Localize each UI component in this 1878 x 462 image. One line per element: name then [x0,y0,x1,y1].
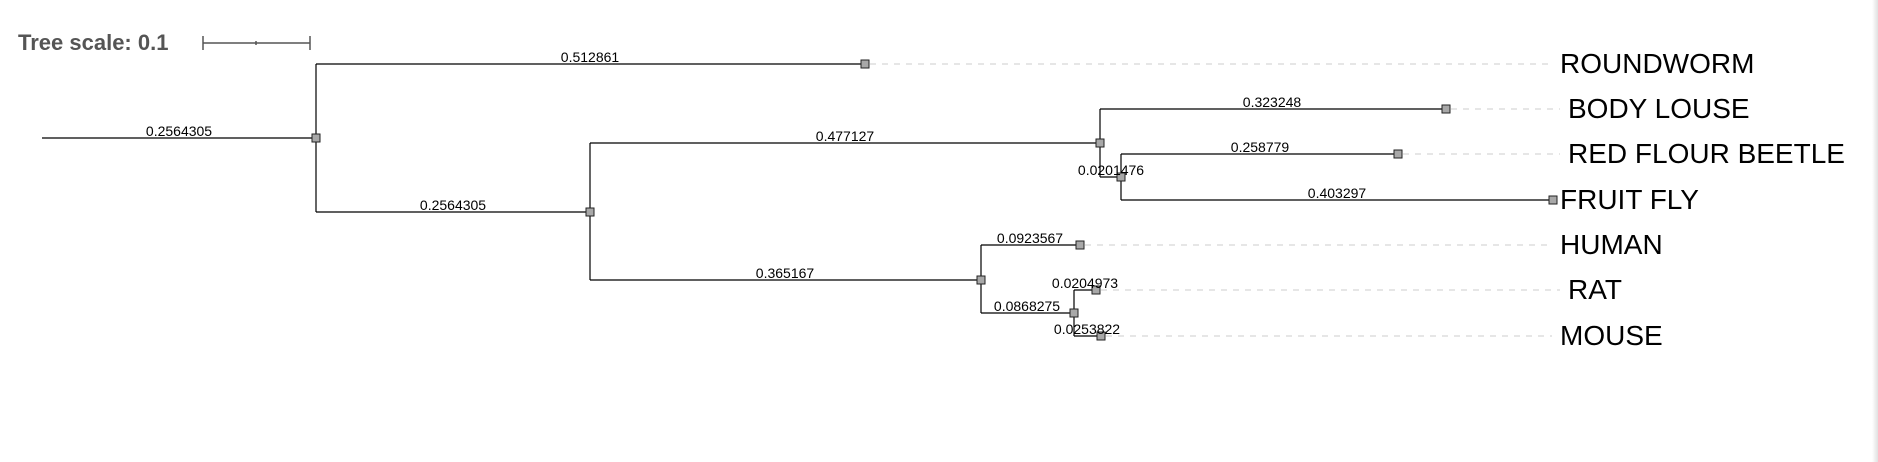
node-clade-a [585,207,595,217]
node-tip-body-louse [1441,104,1451,114]
node-tip-red-flour-beetle [1393,149,1403,159]
leaf-labels: ROUNDWORM BODY LOUSE RED FLOUR BEETLE FR… [1560,48,1845,351]
tree-scale-label: Tree scale: 0.1 [18,30,168,55]
branch-label-red-flour-beetle: 0.258779 [1231,139,1290,155]
branch-label-fruit-fly: 0.403297 [1308,185,1367,201]
tree-scale: Tree scale: 0.1 [18,30,311,55]
node-tip-roundworm [860,59,870,69]
branch-label-mammals: 0.365167 [756,265,815,281]
branch-label-human: 0.0923567 [997,230,1063,246]
branch-length-labels: 0.2564305 0.512861 0.2564305 0.477127 0.… [146,49,1366,337]
leader-lines [870,63,1560,337]
node-tip-mouse [1096,331,1106,341]
node-beetle-fly [1116,172,1126,182]
branch-label-body-louse: 0.323248 [1243,94,1302,110]
tree-nodes [311,59,1558,341]
leaf-label-body-louse: BODY LOUSE [1568,93,1750,124]
branch-label-insects: 0.477127 [816,128,875,144]
branch-label-beetle-fly: 0.0201476 [1078,162,1144,178]
leaf-label-rat: RAT [1568,274,1622,305]
node-tip-fruit-fly [1548,195,1558,205]
branch-label-clade-a: 0.2564305 [420,197,486,213]
branch-label-roundworm: 0.512861 [561,49,620,65]
leaf-label-fruit-fly: FRUIT FLY [1560,184,1699,215]
node-tip-human [1075,240,1085,250]
branch-label-mouse: 0.0253822 [1054,321,1120,337]
node-rodents [1069,308,1079,318]
node-tip-rat [1091,285,1101,295]
leaf-label-mouse: MOUSE [1560,320,1663,351]
node-root [311,133,321,143]
leaf-label-roundworm: ROUNDWORM [1560,48,1754,79]
branch-label-rat: 0.0204973 [1052,275,1118,291]
leaf-label-red-flour-beetle: RED FLOUR BEETLE [1568,138,1845,169]
leaf-label-human: HUMAN [1560,229,1663,260]
node-insects [1095,138,1105,148]
node-mammals [976,275,986,285]
branch-label-rodents: 0.0868275 [994,298,1060,314]
branch-label-root: 0.2564305 [146,123,212,139]
panel-edge-shadow [1872,0,1878,462]
